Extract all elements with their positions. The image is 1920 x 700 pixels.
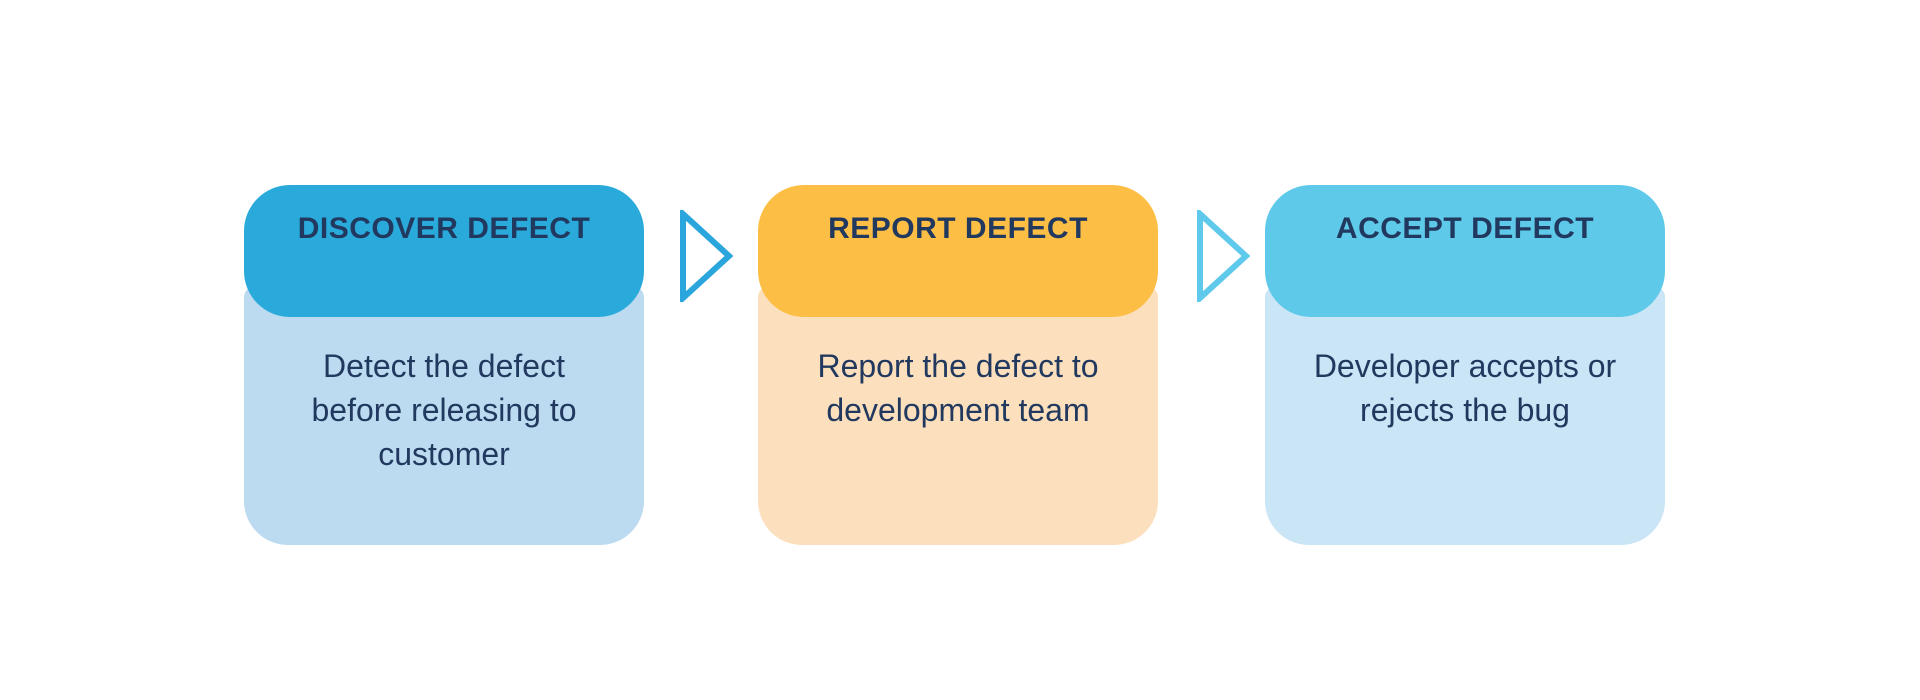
step-title: DISCOVER DEFECT	[297, 212, 591, 245]
step-body-report-defect: Report the defect to development team	[758, 287, 1158, 545]
arrow-discover-to-report-icon	[680, 210, 733, 302]
step-header-accept-defect: ACCEPT DEFECT	[1265, 185, 1665, 317]
step-body-accept-defect: Developer accepts or rejects the bug	[1265, 287, 1665, 545]
step-card-accept-defect: ACCEPT DEFECT Developer accepts or rejec…	[1265, 185, 1665, 545]
step-description: Detect the defect before releasing to cu…	[311, 348, 577, 472]
step-card-report-defect: REPORT DEFECT Report the defect to devel…	[758, 185, 1158, 545]
step-card-discover-defect: DISCOVER DEFECT Detect the defect before…	[244, 185, 644, 545]
right-triangle-arrow-icon	[680, 210, 733, 302]
step-description: Developer accepts or rejects the bug	[1313, 348, 1617, 428]
step-header-report-defect: REPORT DEFECT	[758, 185, 1158, 317]
step-description: Report the defect to development team	[817, 348, 1099, 428]
step-body-discover-defect: Detect the defect before releasing to cu…	[244, 287, 644, 545]
right-triangle-arrow-icon	[1197, 210, 1250, 302]
step-title: ACCEPT DEFECT	[1335, 212, 1595, 245]
arrow-report-to-accept-icon	[1197, 210, 1250, 302]
step-header-discover-defect: DISCOVER DEFECT	[244, 185, 644, 317]
step-title: REPORT DEFECT	[828, 212, 1088, 245]
